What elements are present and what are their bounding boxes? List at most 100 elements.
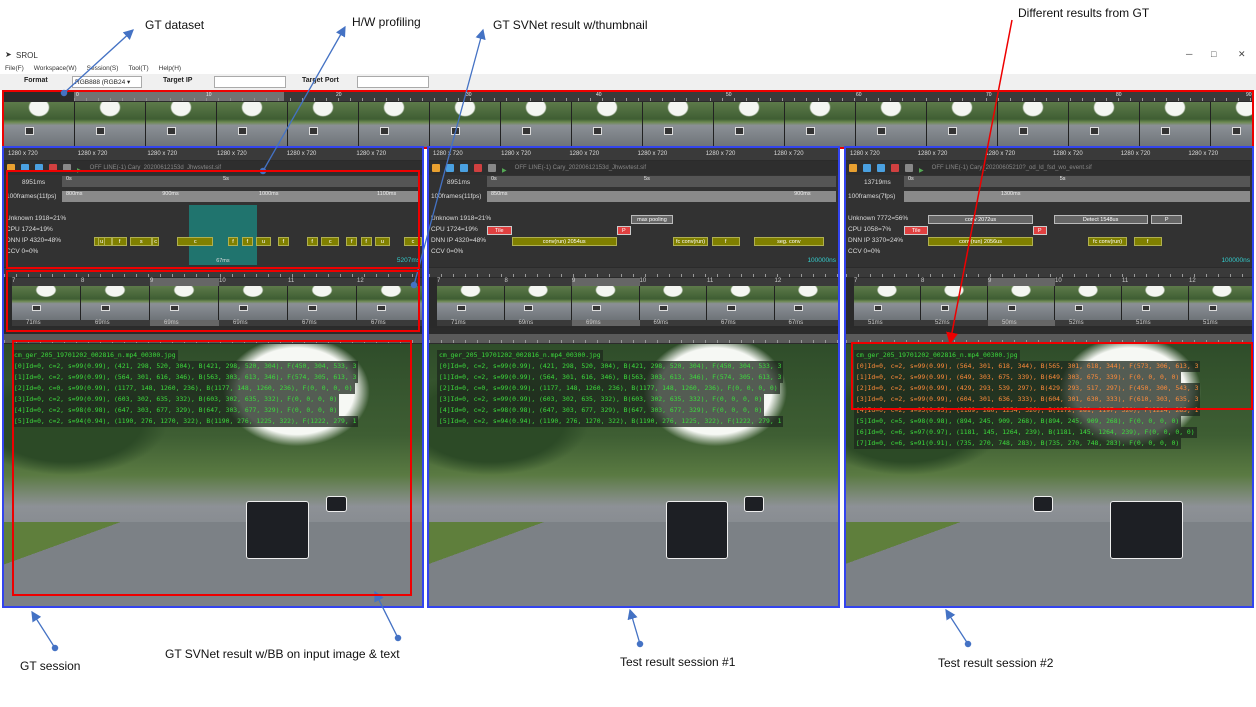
profiling-block[interactable]: Tile xyxy=(487,226,512,235)
menu-file[interactable]: File(F) xyxy=(5,65,24,72)
dataset-thumbnail[interactable] xyxy=(146,102,217,147)
dataset-thumbnail[interactable] xyxy=(1211,102,1252,147)
target-port-input[interactable] xyxy=(357,76,429,88)
maximize-button[interactable]: □ xyxy=(1211,49,1217,59)
play-icon[interactable]: ▶ xyxy=(919,168,924,174)
result-thumbnail[interactable] xyxy=(1055,286,1122,320)
dataset-thumbnail[interactable] xyxy=(75,102,146,147)
result-thumbnail[interactable] xyxy=(988,286,1055,320)
profiling-block[interactable]: fc conv(run) xyxy=(1088,237,1127,246)
swap-icon[interactable] xyxy=(63,164,71,172)
play-icon[interactable]: ▶ xyxy=(502,168,507,174)
record-icon[interactable] xyxy=(474,164,482,172)
dataset-thumbnail[interactable] xyxy=(785,102,856,147)
thumbnail-timeline[interactable] xyxy=(4,268,422,277)
menu-help[interactable]: Help(H) xyxy=(158,65,182,72)
minimize-button[interactable]: ─ xyxy=(1186,49,1193,59)
thumbnail-timeline[interactable] xyxy=(429,268,838,277)
profiling-block[interactable]: fc conv(run) xyxy=(673,237,709,246)
profiling-block[interactable]: conv(run) 2054us xyxy=(511,237,617,246)
profiling-block[interactable]: f xyxy=(112,237,127,246)
profiling-block[interactable]: f xyxy=(227,237,239,246)
save-as-icon[interactable] xyxy=(35,164,43,172)
zoom-timeline[interactable]: 1300ms xyxy=(904,191,1250,202)
result-thumbnail[interactable] xyxy=(639,286,707,320)
profiling-block[interactable]: f xyxy=(346,237,358,246)
save-icon[interactable] xyxy=(21,164,29,172)
close-button[interactable]: ✕ xyxy=(1238,49,1246,59)
result-thumbnail[interactable] xyxy=(219,286,288,320)
result-thumbnail[interactable] xyxy=(150,286,219,320)
result-thumbnail[interactable] xyxy=(12,286,81,320)
dataset-thumbnail[interactable] xyxy=(927,102,998,147)
result-thumbnail[interactable] xyxy=(774,286,838,320)
swap-icon[interactable] xyxy=(905,164,913,172)
dataset-thumbnail[interactable] xyxy=(501,102,572,147)
profiling-block[interactable]: u xyxy=(98,237,106,246)
result-thumbnail[interactable] xyxy=(81,286,150,320)
dataset-thumbnail[interactable] xyxy=(1069,102,1140,147)
dataset-thumbnail[interactable] xyxy=(430,102,501,147)
save-as-icon[interactable] xyxy=(460,164,468,172)
dataset-thumbnail[interactable] xyxy=(359,102,430,147)
profiling-block[interactable]: Tile xyxy=(904,226,929,235)
play-icon[interactable]: ▶ xyxy=(77,168,82,174)
open-folder-icon[interactable] xyxy=(432,164,440,172)
profiling-block[interactable]: f xyxy=(711,237,740,246)
record-icon[interactable] xyxy=(49,164,57,172)
profiling-selection[interactable]: 67ms xyxy=(188,205,258,265)
dataset-thumbnail[interactable] xyxy=(217,102,288,147)
profiling-block[interactable]: u xyxy=(256,237,271,246)
save-icon[interactable] xyxy=(446,164,454,172)
open-folder-icon[interactable] xyxy=(7,164,15,172)
profiling-block[interactable]: u xyxy=(375,237,390,246)
profiling-block[interactable]: conv(run) 2056us xyxy=(928,237,1033,246)
profiling-block[interactable]: seg. conv xyxy=(753,237,824,246)
dataset-thumbnail[interactable] xyxy=(288,102,359,147)
target-ip-input[interactable] xyxy=(214,76,286,88)
format-select[interactable]: RGB888 (RGB24 ▾ xyxy=(72,76,142,88)
dataset-thumbnail[interactable] xyxy=(643,102,714,147)
profiling-block[interactable]: c xyxy=(177,237,214,246)
result-thumbnail[interactable] xyxy=(921,286,988,320)
dataset-thumbnails[interactable] xyxy=(4,102,1252,147)
result-thumbnail[interactable] xyxy=(357,286,422,320)
result-thumbnail[interactable] xyxy=(1189,286,1252,320)
open-folder-icon[interactable] xyxy=(849,164,857,172)
profiling-block[interactable]: conv 2072us xyxy=(928,215,1033,224)
profiling-block[interactable]: Detect 1548us xyxy=(1053,215,1148,224)
result-thumbnail[interactable] xyxy=(854,286,921,320)
thumbnail-timeline[interactable] xyxy=(846,268,1252,277)
menu-session[interactable]: Session(S) xyxy=(86,65,119,72)
profiling-block[interactable]: P xyxy=(1151,215,1183,224)
result-thumbnail[interactable] xyxy=(572,286,640,320)
profiling-block[interactable]: c xyxy=(404,237,422,246)
profiling-block[interactable]: f xyxy=(306,237,318,246)
profiling-block[interactable]: f xyxy=(1133,237,1162,246)
record-icon[interactable] xyxy=(891,164,899,172)
result-thumbnail[interactable] xyxy=(288,286,357,320)
dataset-timeline-selection[interactable] xyxy=(74,92,284,101)
profiling-block[interactable]: f xyxy=(242,237,253,246)
dataset-thumbnail[interactable] xyxy=(4,102,75,147)
profiling-block[interactable]: f xyxy=(278,237,289,246)
profiling-block[interactable]: c xyxy=(321,237,340,246)
dataset-thumbnail[interactable] xyxy=(1140,102,1211,147)
result-thumbnail[interactable] xyxy=(1122,286,1189,320)
result-thumbnail[interactable] xyxy=(504,286,572,320)
dataset-thumbnail[interactable] xyxy=(714,102,785,147)
result-thumbnail[interactable] xyxy=(707,286,775,320)
profiling-block[interactable]: s xyxy=(130,237,152,246)
swap-icon[interactable] xyxy=(488,164,496,172)
menu-tool[interactable]: Tool(T) xyxy=(128,65,149,72)
dataset-thumbnail[interactable] xyxy=(572,102,643,147)
profiling-block[interactable]: P xyxy=(1032,226,1047,235)
menu-workspace[interactable]: Workspace(W) xyxy=(33,65,77,72)
profiling-block[interactable]: max pooling xyxy=(630,215,674,224)
result-thumbnail[interactable] xyxy=(437,286,505,320)
profiling-block[interactable]: P xyxy=(616,226,631,235)
